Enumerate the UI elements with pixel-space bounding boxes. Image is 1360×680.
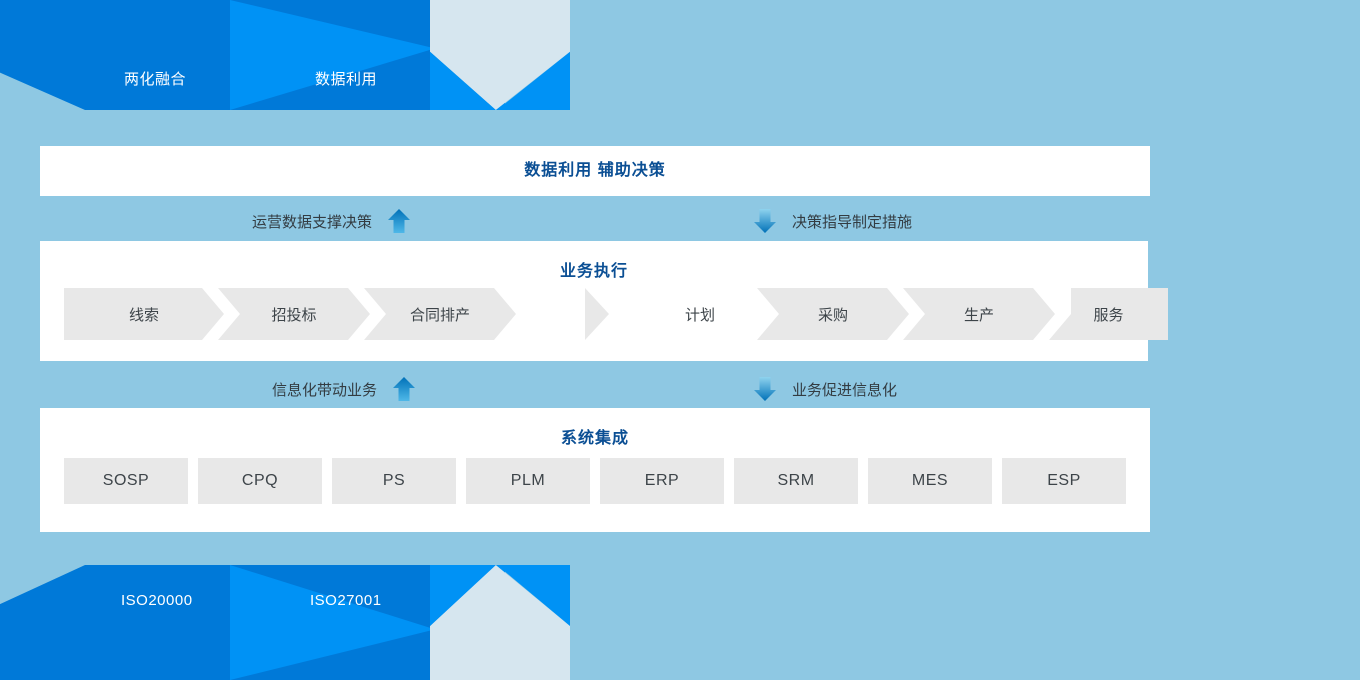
- system-box-mes[interactable]: MES: [868, 458, 992, 504]
- upper-arrow-left-label: 运营数据支撑决策: [252, 213, 373, 231]
- top-banner: 两化融合 数据利用: [0, 0, 570, 110]
- process-step-fuwu[interactable]: 服务: [1049, 288, 1168, 340]
- system-box-erp[interactable]: ERP: [600, 458, 724, 504]
- upper-arrow-right-group: 决策指导制定措施: [752, 206, 912, 236]
- bottom-banner-label-1: ISO20000: [121, 592, 193, 609]
- decision-panel: 数据利用 辅助决策: [40, 146, 1150, 196]
- arrow-down-icon: [752, 374, 778, 404]
- process-step-label: 服务: [1093, 306, 1124, 324]
- process-step-xiansuo[interactable]: 线索: [64, 288, 224, 340]
- process-chevron-head: [585, 288, 609, 340]
- top-banner-label-1: 两化融合: [124, 71, 187, 88]
- business-left-chain: 线索 招投标 合同排产: [64, 288, 514, 340]
- process-step-label: 采购: [817, 306, 848, 324]
- system-box-srm[interactable]: SRM: [734, 458, 858, 504]
- process-step-hetongpaichan[interactable]: 合同排产: [364, 288, 516, 340]
- arrow-up-icon: [386, 206, 412, 236]
- process-step-jihua[interactable]: 计划: [643, 288, 757, 340]
- process-step-label: 线索: [128, 306, 159, 324]
- systems-panel: 系统集成 SOSP CPQ PS PLM ERP SRM MES ESP: [40, 408, 1150, 532]
- bottom-banner-label-2: ISO27001: [310, 592, 382, 609]
- lower-arrow-left-group: 信息化带动业务: [272, 374, 417, 404]
- system-box-cpq[interactable]: CPQ: [198, 458, 322, 504]
- arrow-up-icon: [391, 374, 417, 404]
- business-panel: 业务执行 线索 招投标 合同排产 计划 采购 生产: [40, 241, 1168, 361]
- system-box-ps[interactable]: PS: [332, 458, 456, 504]
- upper-arrow-right-label: 决策指导制定措施: [792, 213, 913, 231]
- lower-arrow-left-label: 信息化带动业务: [272, 381, 378, 399]
- system-box-esp[interactable]: ESP: [1002, 458, 1126, 504]
- top-banner-label-2: 数据利用: [315, 71, 378, 88]
- lower-arrow-right-label: 业务促进信息化: [792, 381, 898, 399]
- process-step-label: 计划: [684, 306, 715, 324]
- lower-arrow-right-group: 业务促进信息化: [752, 374, 897, 404]
- process-step-shengchan[interactable]: 生产: [903, 288, 1055, 340]
- systems-row: SOSP CPQ PS PLM ERP SRM MES ESP: [64, 458, 1126, 504]
- process-step-caigou[interactable]: 采购: [757, 288, 909, 340]
- business-panel-title: 业务执行: [559, 263, 628, 280]
- lower-arrow-row: 信息化带动业务: [40, 368, 1150, 410]
- business-right-chain: 计划 采购 生产 服务: [585, 288, 1168, 340]
- upper-arrow-left-group: 运营数据支撑决策: [252, 206, 412, 236]
- systems-panel-title: 系统集成: [560, 430, 629, 447]
- banner-band-dark-blue: [0, 565, 265, 680]
- process-step-label: 合同排产: [409, 306, 470, 324]
- process-step-label: 招投标: [271, 306, 317, 324]
- banner-band-dark-blue: [0, 0, 265, 110]
- process-step-label: 生产: [963, 306, 994, 324]
- bottom-banner: ISO20000 ISO27001: [0, 565, 570, 680]
- system-box-plm[interactable]: PLM: [466, 458, 590, 504]
- upper-arrow-row: 运营数据支撑决策: [40, 200, 1150, 242]
- system-box-sosp[interactable]: SOSP: [64, 458, 188, 504]
- process-step-zhaotoubiao[interactable]: 招投标: [218, 288, 370, 340]
- decision-panel-title: 数据利用 辅助决策: [524, 162, 666, 179]
- arrow-down-icon: [752, 206, 778, 236]
